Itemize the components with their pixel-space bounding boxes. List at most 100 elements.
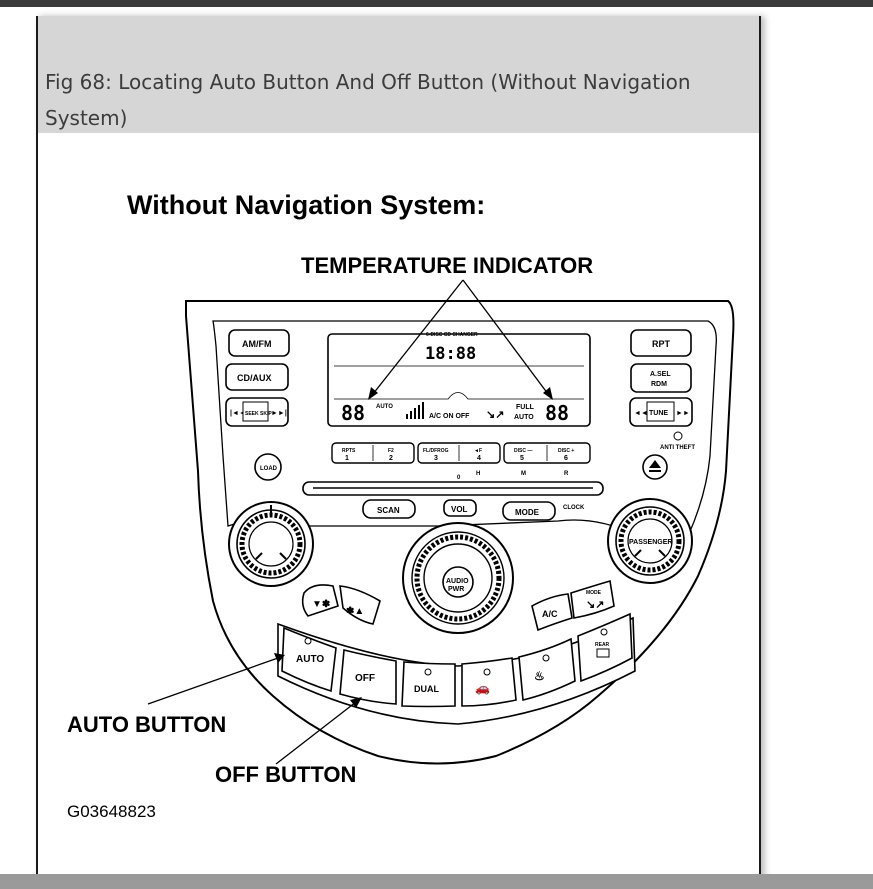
figure-card: Fig 68: Locating Auto Button And Off But…	[36, 16, 761, 889]
figure-id: G03648823	[67, 802, 156, 821]
svg-text:FL/DFROG: FL/DFROG	[423, 448, 449, 454]
airflow-icon: ↘↗	[586, 599, 604, 611]
svg-text:5: 5	[520, 455, 524, 462]
temperature-indicator-label: TEMPERATURE INDICATOR	[301, 253, 593, 278]
rpt-button[interactable]: RPT	[630, 329, 692, 357]
svg-text:F2: F2	[388, 448, 394, 454]
a-sel-rdm-button[interactable]: A.SEL RDM	[630, 363, 692, 393]
climate-control-diagram: Without Navigation System: TEMPERATURE I…	[67, 190, 735, 821]
seek-back-icon: |◄◄	[230, 410, 246, 417]
load-button[interactable]: LOAD	[254, 453, 282, 481]
seek-skip-button[interactable]: |◄◄ SEEK SKIP ►►|	[225, 397, 289, 427]
seek-forward-icon: ►►|	[271, 410, 287, 417]
tune-button[interactable]: ◄◄ TUNE ►►	[629, 397, 693, 427]
rear-defrost-button[interactable]: REAR	[577, 612, 633, 683]
preset-buttons: RPTS F2 1 2 FL/DFROG ◄F 3 4 DISC — DISC …	[331, 442, 591, 464]
svg-text:6: 6	[564, 455, 568, 462]
clock-0-label: 0	[457, 475, 461, 481]
svg-text:AUTO: AUTO	[296, 654, 324, 665]
fan-up-icon: ✽▲	[346, 606, 364, 617]
svg-text:1: 1	[345, 455, 349, 462]
lcd-right-temp: 88	[545, 401, 569, 425]
lcd-left-temp: 88	[341, 401, 365, 425]
svg-text:MODE: MODE	[515, 508, 540, 517]
svg-text:SEEK SKIP: SEEK SKIP	[245, 411, 272, 417]
clock-r-label: R	[564, 471, 569, 477]
fan-down-button[interactable]: ▼✽	[301, 584, 339, 617]
recirculation-button[interactable]: 🚗	[461, 657, 517, 707]
svg-text:DISC —: DISC —	[514, 448, 532, 454]
driver-temperature-knob[interactable]	[228, 501, 314, 587]
auto-button[interactable]: AUTO	[281, 626, 337, 693]
svg-text:DUAL: DUAL	[414, 684, 439, 694]
eject-button[interactable]	[642, 454, 668, 480]
svg-text:TUNE: TUNE	[649, 410, 668, 417]
lcd-full-auto: AUTO	[514, 414, 534, 421]
svg-text:3: 3	[434, 455, 438, 462]
fan-up-button[interactable]: ✽▲	[339, 585, 381, 625]
auto-button-label: AUTO BUTTON	[67, 712, 226, 737]
am-fm-button[interactable]: AM/FM	[228, 329, 290, 357]
fan-down-icon: ▼✽	[312, 599, 330, 610]
temp-indicator-arrow-right	[462, 279, 549, 395]
svg-text:2: 2	[389, 455, 393, 462]
svg-text:DISC +: DISC +	[558, 448, 574, 454]
cd-aux-button[interactable]: CD/AUX	[225, 363, 289, 391]
scan-button[interactable]: SCAN	[362, 499, 416, 519]
svg-text:PWR: PWR	[448, 586, 464, 593]
svg-text:A/C: A/C	[542, 609, 558, 619]
upper-panel-outline	[212, 320, 717, 537]
svg-text:LOAD: LOAD	[260, 466, 278, 472]
svg-text:CD/AUX: CD/AUX	[237, 373, 272, 383]
svg-text:VOL: VOL	[451, 505, 468, 514]
front-defrost-icon: ♨	[534, 669, 545, 683]
airflow-mode-icon: ↘↗	[486, 409, 504, 421]
svg-text:◄F: ◄F	[474, 448, 482, 454]
rear-defrost-icon	[596, 648, 610, 658]
lcd-full: FULL	[516, 404, 535, 411]
off-button-arrow	[275, 701, 357, 765]
front-defrost-button[interactable]: ♨	[518, 637, 576, 701]
anti-theft-label: ANTI THEFT	[660, 445, 695, 451]
clock-label: CLOCK	[563, 505, 585, 511]
svg-text:A.SEL: A.SEL	[650, 371, 671, 378]
caption-bar: Fig 68: Locating Auto Button And Off But…	[38, 16, 759, 133]
svg-text:4: 4	[477, 455, 481, 462]
lcd-display	[327, 333, 591, 427]
lcd-ac-on-off: A/C ON OFF	[429, 413, 470, 420]
mode-airflow-button[interactable]: MODE ↘↗	[570, 579, 615, 619]
svg-text:RDM: RDM	[651, 381, 667, 388]
window-bottom-bar	[0, 874, 873, 889]
window-top-bar	[0, 0, 873, 7]
auto-button-arrow	[147, 657, 279, 705]
off-button-label: OFF BUTTON	[215, 762, 356, 787]
clock-m-label: M	[521, 471, 526, 477]
passenger-temperature-knob[interactable]: PASSENGER	[607, 498, 693, 584]
tune-down-icon: ◄◄	[634, 410, 648, 417]
lcd-auto: AUTO	[376, 404, 393, 410]
ac-button[interactable]: A/C	[531, 593, 573, 632]
fan-speed-bars-icon	[406, 402, 424, 419]
lcd-clock: 18:88	[425, 344, 476, 364]
caption-line-2: System)	[45, 106, 128, 130]
off-button[interactable]: OFF	[339, 648, 397, 705]
lcd-header: 6-DISC CD CHANGER	[426, 332, 478, 338]
svg-text:RPT: RPT	[652, 339, 671, 349]
recirculation-icon: 🚗	[475, 681, 490, 695]
svg-text:PASSENGER: PASSENGER	[629, 539, 672, 546]
svg-text:MODE: MODE	[586, 590, 602, 596]
lcd-lower-divider	[334, 392, 584, 400]
anti-theft-indicator	[673, 431, 683, 441]
svg-text:RPTS: RPTS	[342, 448, 356, 454]
mode-button[interactable]: MODE	[502, 501, 556, 521]
clock-h-label: H	[476, 471, 480, 477]
eject-icon	[649, 460, 661, 468]
dual-button[interactable]: DUAL	[401, 661, 456, 708]
diagram-title: Without Navigation System:	[127, 190, 485, 220]
svg-text:AUDIO: AUDIO	[446, 578, 469, 585]
svg-text:SCAN: SCAN	[377, 506, 400, 515]
vol-button[interactable]: VOL	[443, 499, 477, 517]
audio-power-knob[interactable]: AUDIO PWR	[402, 522, 514, 634]
svg-text:OFF: OFF	[355, 673, 375, 684]
tune-up-icon: ►►	[676, 410, 690, 417]
